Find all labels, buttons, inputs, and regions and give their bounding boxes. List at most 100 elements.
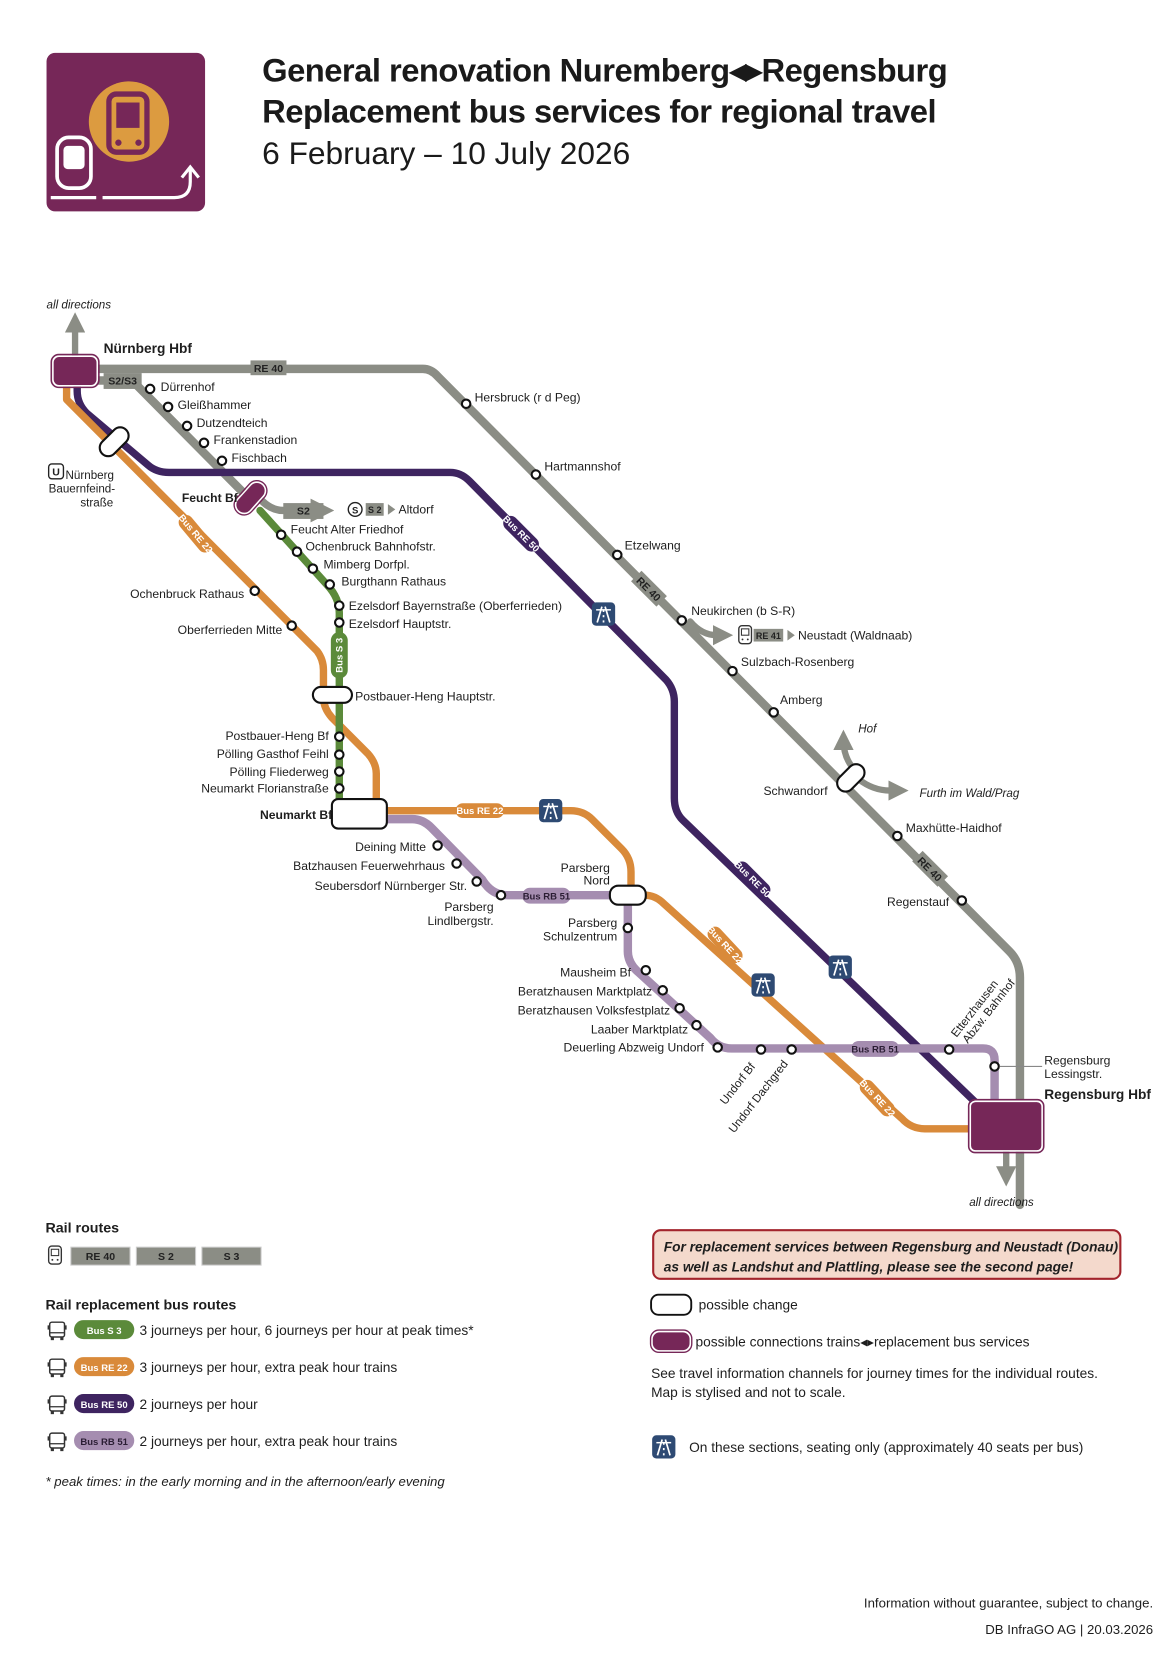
label-altdorf: Altdorf: [398, 503, 434, 517]
station-stop[interactable]: [291, 546, 303, 557]
station-stop[interactable]: [530, 469, 542, 480]
station-label: Oberferrieden Mitte: [178, 623, 283, 637]
station-stop[interactable]: [786, 1044, 797, 1055]
station-stop[interactable]: [768, 707, 779, 718]
station-stop[interactable]: [334, 731, 345, 742]
station-stop[interactable]: [334, 766, 345, 777]
station-stop[interactable]: [471, 876, 482, 887]
station-stop[interactable]: [216, 455, 228, 467]
station-stop[interactable]: [249, 585, 261, 597]
bus-route-label: Bus RB 51: [80, 1437, 128, 1448]
hub-feucht[interactable]: [230, 477, 271, 519]
svg-text:S 2: S 2: [158, 1251, 174, 1263]
station-label: Beratzhausen Marktplatz: [518, 985, 652, 999]
station-stop[interactable]: [432, 840, 443, 851]
hub-regensburg[interactable]: [969, 1100, 1043, 1152]
route-re40: [90, 364, 1025, 1210]
station-label: Dutzendteich: [197, 416, 268, 430]
station-label: Dürrenhof: [161, 380, 216, 394]
route-furth-branch: [855, 775, 909, 801]
label-hof: Hof: [858, 722, 878, 735]
station-stop[interactable]: [307, 563, 319, 574]
station-stop[interactable]: [451, 858, 462, 869]
station-label: Mausheim Bf: [560, 966, 631, 980]
bus-route-pill: [74, 1320, 135, 1340]
label-parsberg-nord-2: Nord: [584, 874, 610, 888]
tag-re40-diag1: RE 40: [631, 570, 667, 607]
station-stop[interactable]: [640, 964, 652, 976]
station-stop[interactable]: [334, 600, 345, 611]
legend-info-line2: Map is stylised and not to scale.: [651, 1385, 845, 1400]
svg-text:Nürnberg: Nürnberg: [66, 469, 114, 482]
station-stop[interactable]: [674, 1003, 685, 1014]
bus-icon: [46, 1395, 68, 1415]
station-label: Seubersdorf Nürnberger Str.: [315, 879, 468, 893]
station-stop[interactable]: [334, 749, 345, 760]
station-stop[interactable]: [286, 620, 298, 631]
station-stop[interactable]: [622, 922, 634, 934]
label-neustadt-waldnaab: Neustadt (Waldnaab): [798, 628, 912, 642]
station-stop[interactable]: [275, 529, 287, 541]
station-stop[interactable]: [181, 420, 193, 432]
station-stop[interactable]: [611, 549, 623, 561]
svg-text:RE 40: RE 40: [86, 1251, 115, 1263]
station-stop[interactable]: [691, 1019, 702, 1031]
station-stop[interactable]: [495, 889, 507, 901]
header-logo: [46, 52, 206, 212]
station-label: Frankenstadion: [214, 433, 298, 447]
station-stop[interactable]: [755, 1044, 767, 1055]
station-stop[interactable]: [943, 1044, 955, 1055]
station-label: Burgthann Rathaus: [341, 575, 446, 589]
warning-box: For replacement services between Regensb…: [652, 1229, 1122, 1280]
tag-bus-rb51-2: Bus RB 51: [850, 1041, 900, 1057]
bus-icon: [46, 1321, 68, 1341]
tag-re40-top: RE 40: [250, 360, 287, 376]
tag-bus-s3: Bus S 3: [330, 632, 348, 679]
change-u-bahn[interactable]: [96, 424, 132, 460]
station-stop[interactable]: [712, 1042, 723, 1053]
svg-text:Bus RB 51: Bus RB 51: [523, 891, 571, 902]
legend-possible-change: possible change: [699, 1298, 799, 1313]
svg-text:RE 40: RE 40: [254, 363, 283, 375]
station-stop[interactable]: [657, 985, 668, 996]
change-postbauer-heng[interactable]: [311, 685, 354, 704]
change-schwandorf[interactable]: [834, 761, 868, 795]
svg-text:Bus RE 22: Bus RE 22: [857, 1078, 897, 1120]
station-stop[interactable]: [324, 579, 336, 590]
u-bahn-bauernfeindstrasse: U Nürnberg Bauernfeind- straße: [47, 463, 116, 509]
station-stop[interactable]: [144, 383, 156, 395]
route-bus-re50: [73, 376, 982, 1109]
svg-text:Bus RB 51: Bus RB 51: [851, 1045, 899, 1056]
svg-text:straße: straße: [80, 496, 113, 509]
station-label: Deining Mitte: [355, 840, 426, 854]
bus-route-pill: [74, 1357, 135, 1377]
route-s2-branch: [256, 495, 335, 523]
footer-disclaimer: Information without guarantee, subject t…: [864, 1596, 1153, 1611]
station-stop[interactable]: [892, 830, 903, 842]
s-bahn-icon: [347, 501, 363, 517]
hub-neumarkt[interactable]: [330, 797, 388, 830]
change-parsberg-nord[interactable]: [608, 884, 647, 906]
train-icon: [738, 625, 753, 645]
station-stop[interactable]: [198, 437, 210, 449]
svg-text:Bauernfeind-: Bauernfeind-: [49, 483, 116, 496]
station-stop[interactable]: [676, 615, 688, 626]
svg-text:S: S: [352, 506, 358, 517]
tag-bus-re50-1: Bus RE 50: [500, 514, 541, 555]
station-stop[interactable]: [460, 398, 472, 410]
station-stop[interactable]: [956, 895, 968, 906]
station-stop[interactable]: [162, 401, 174, 413]
station-label: Maxhütte-Haidhof: [906, 821, 1002, 835]
station-stop[interactable]: [727, 665, 738, 677]
hub-nuernberg[interactable]: [52, 355, 99, 387]
station-label: Mimberg Dorfpl.: [323, 558, 409, 572]
station-stop[interactable]: [334, 783, 345, 794]
station-stop[interactable]: [334, 617, 345, 628]
station-stop[interactable]: [989, 1061, 1000, 1072]
label-regensburg-lessingstr: Regensburg: [1044, 1053, 1110, 1067]
label-all-directions-bottom: all directions: [969, 1196, 1034, 1209]
station-label: Deuerling Abzweig Undorf: [564, 1041, 705, 1055]
station-label: Pölling Gasthof Feihl: [217, 747, 329, 761]
svg-text:Bus RE 50: Bus RE 50: [500, 514, 541, 555]
